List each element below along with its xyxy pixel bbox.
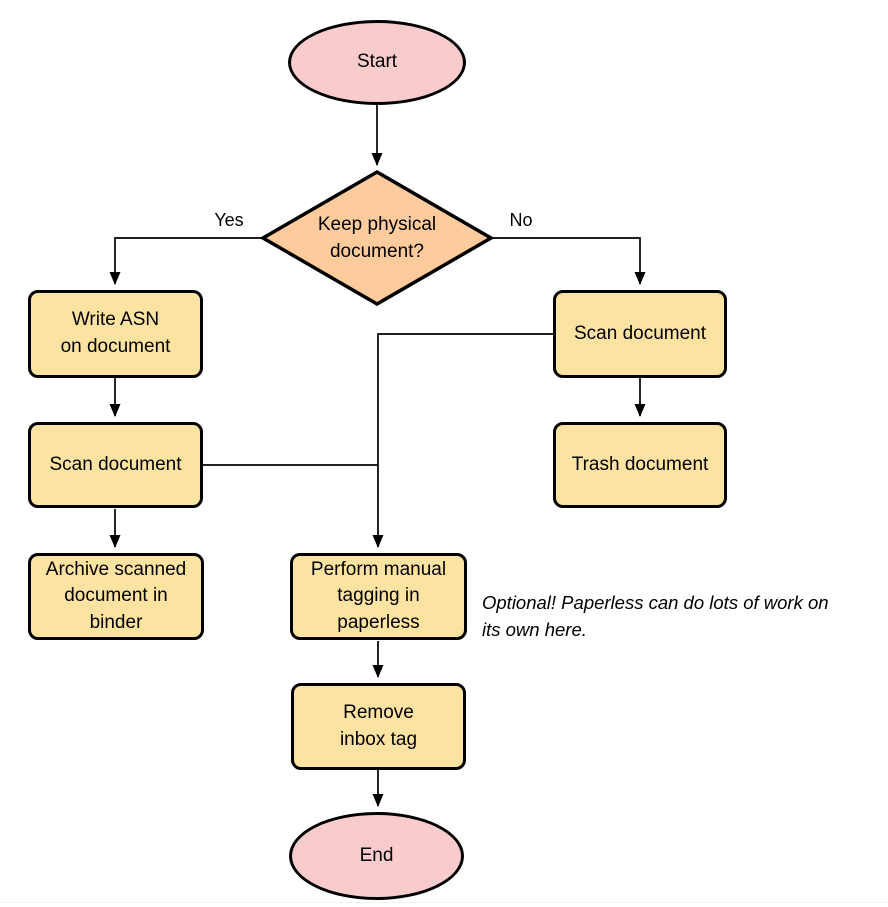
node-scan-left: Scan document bbox=[28, 422, 203, 508]
decision-diamond bbox=[259, 169, 495, 307]
edge-label-no: No bbox=[509, 210, 533, 230]
node-start-label: Start bbox=[356, 51, 398, 73]
node-end-label: End bbox=[359, 844, 394, 866]
edge-decision-yes-to-write-asn bbox=[109, 237, 263, 285]
bottom-divider bbox=[0, 902, 888, 903]
node-trash-label: Trash document bbox=[571, 453, 709, 475]
node-scan-left-label: Scan document bbox=[49, 453, 182, 475]
node-remove-inbox: Remove inbox tag bbox=[291, 683, 466, 770]
node-scan-right-label: Scan document bbox=[573, 322, 707, 344]
node-trash: Trash document bbox=[553, 422, 727, 508]
node-decision-label: Keep physical document? bbox=[317, 214, 437, 262]
node-start: Start bbox=[288, 20, 466, 105]
node-write-asn: Write ASN on document bbox=[28, 290, 203, 378]
node-tagging: Perform manual tagging in paperless bbox=[290, 553, 467, 640]
edge-scan-right-to-tagging bbox=[372, 333, 553, 548]
edge-decision-no-to-scan-right bbox=[491, 237, 646, 285]
node-end: End bbox=[289, 812, 464, 900]
annotation-optional: Optional! Paperless can do lots of work … bbox=[482, 592, 829, 640]
node-scan-right: Scan document bbox=[553, 290, 727, 378]
node-archive: Archive scanned document in binder bbox=[28, 553, 204, 640]
edge-label-yes: Yes bbox=[214, 210, 244, 230]
